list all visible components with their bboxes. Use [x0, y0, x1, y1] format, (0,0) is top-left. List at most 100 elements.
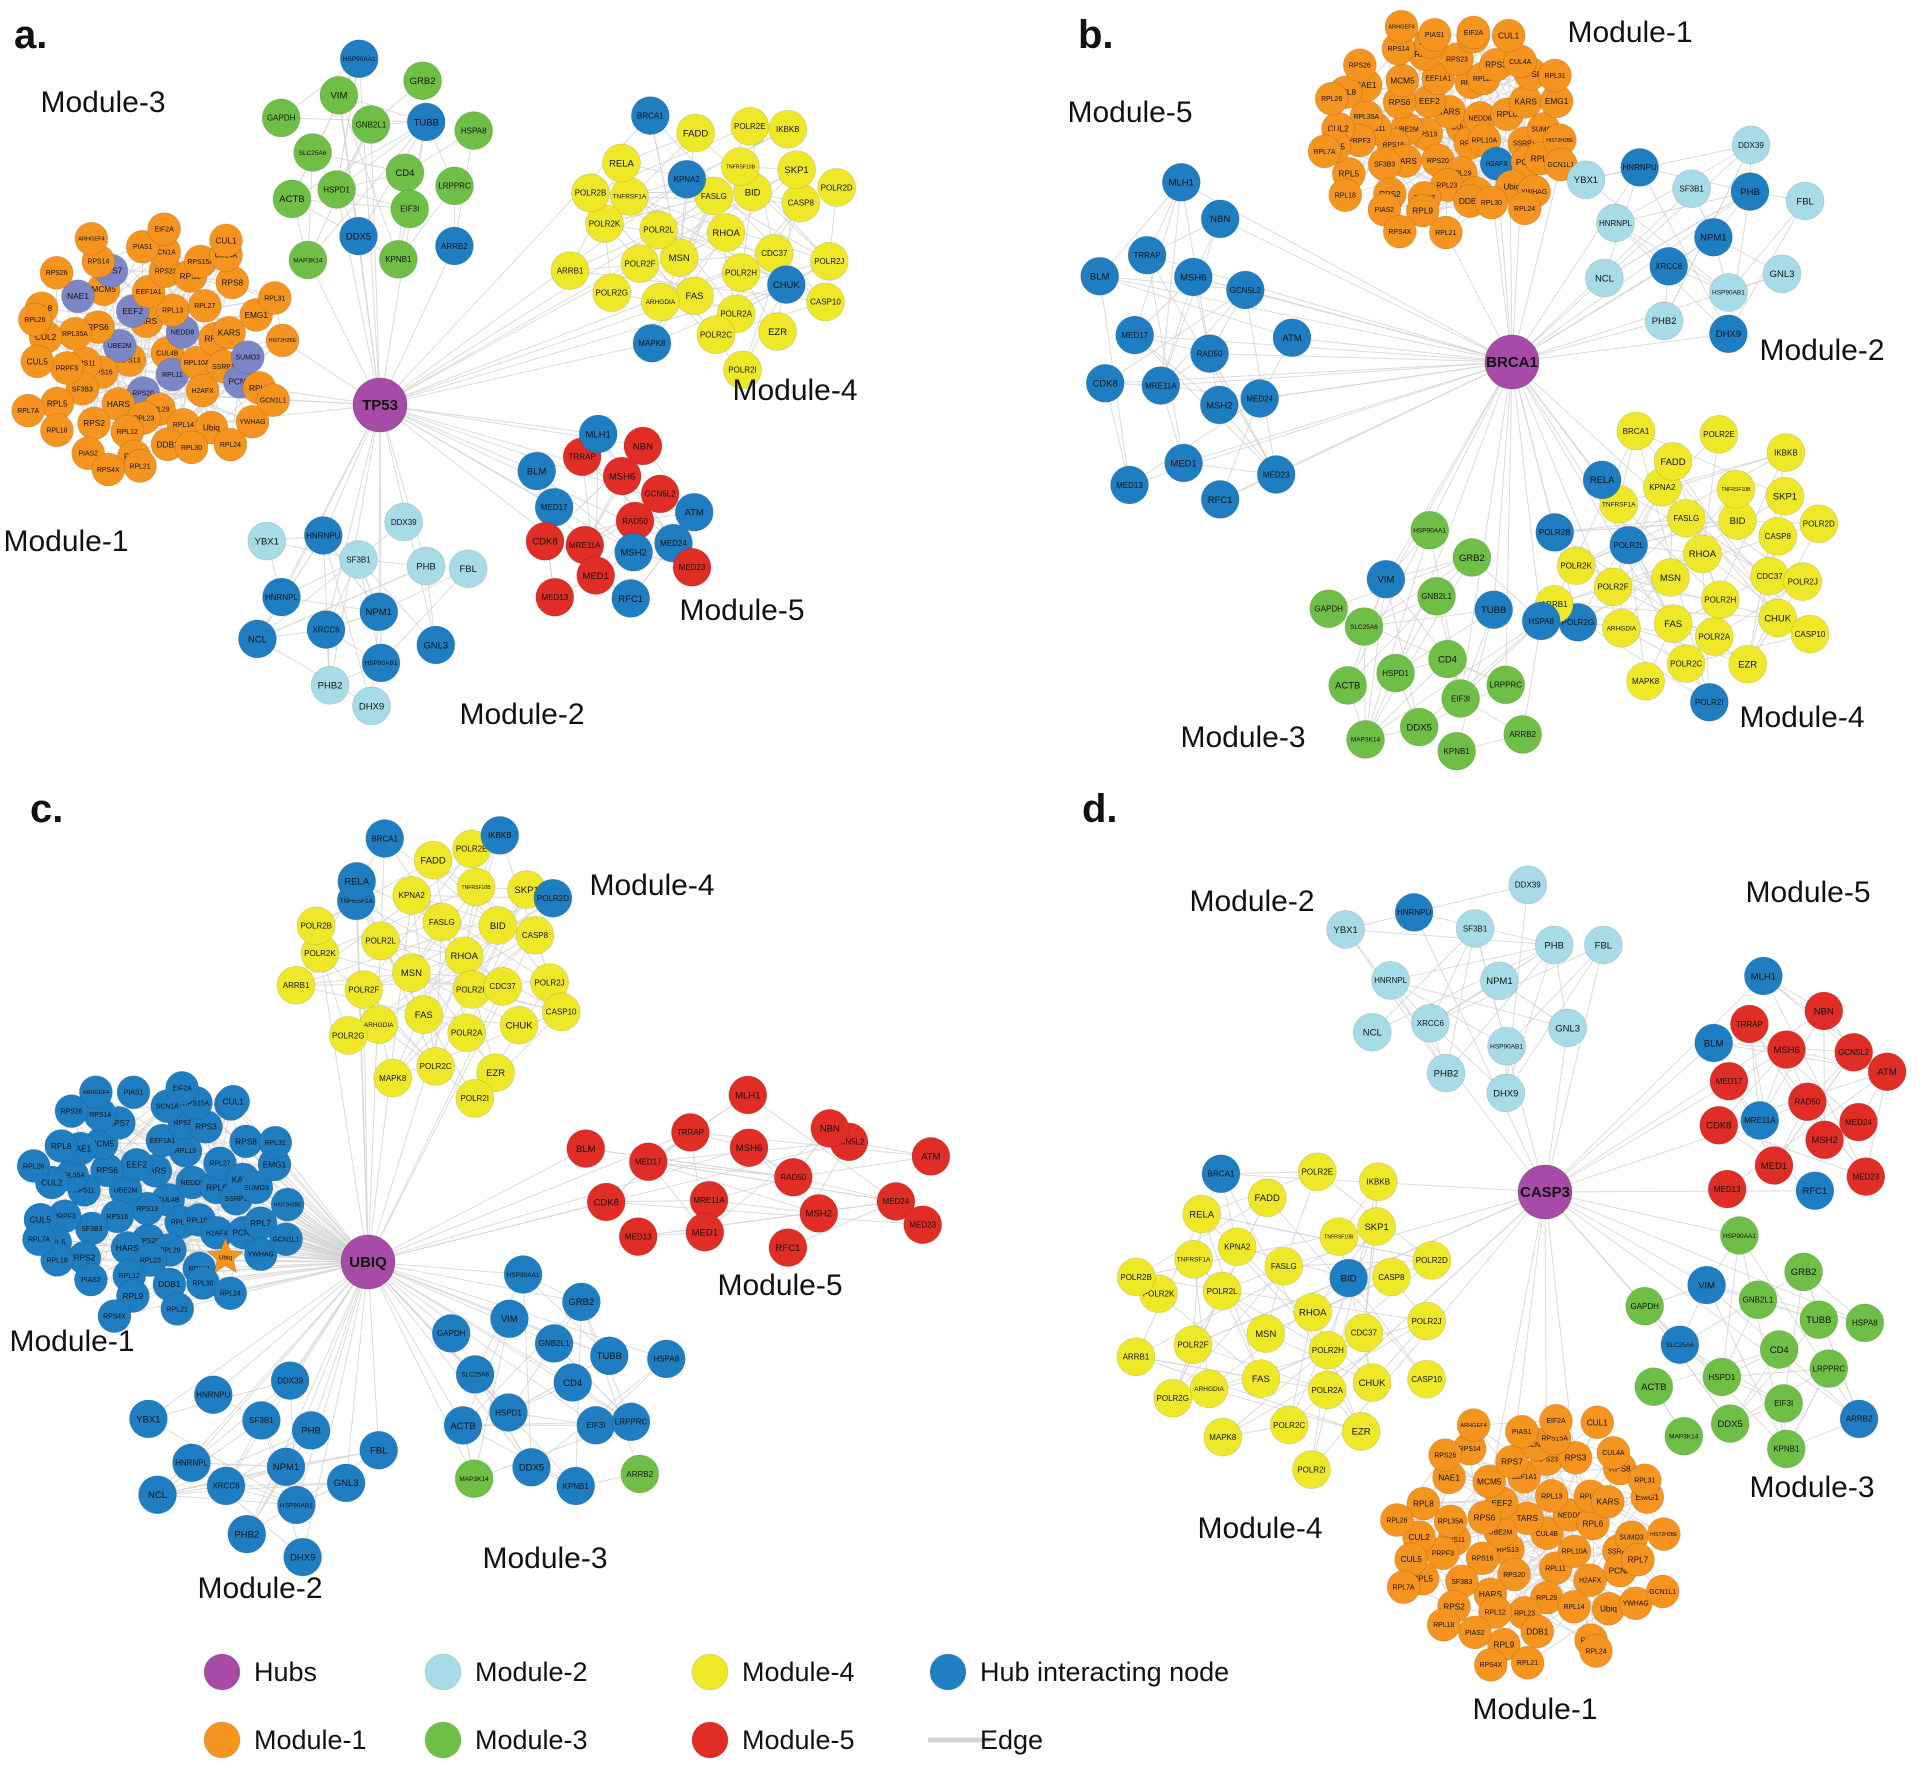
node-label: FBL [1796, 196, 1813, 207]
node-circle [1634, 1367, 1674, 1407]
node-label: HIST2H2BE [274, 1202, 302, 1208]
node-circle [447, 1013, 487, 1053]
node-RHOA: RHOA [444, 936, 484, 976]
node-label: HNRNPL [1599, 219, 1632, 228]
module-label: Module-2 [1189, 885, 1314, 918]
node-label: HNRNPU [1623, 163, 1657, 172]
node-label: HIST2H2BE [1546, 138, 1574, 144]
node-label: RPL12 [117, 429, 138, 436]
node-circle [1845, 1303, 1885, 1343]
edge [1738, 1235, 1860, 1420]
edge [319, 953, 369, 1263]
edge [1160, 182, 1182, 386]
node-label: RPL13 [175, 1148, 196, 1155]
node-circle [1694, 1023, 1734, 1063]
node-label: CUL5 [1401, 1554, 1423, 1564]
node-circle [589, 1336, 629, 1376]
node-circle [1200, 199, 1240, 239]
node-label: VIM [1377, 575, 1394, 586]
node-RAD50: RAD50 [1788, 1082, 1827, 1122]
node-circle [1720, 1216, 1759, 1255]
node-circle [903, 1205, 943, 1245]
node-EEF2: EEF2 [119, 1147, 154, 1182]
node-circle [1326, 910, 1366, 949]
node-circle [1456, 15, 1491, 50]
node-label: GCN1L1 [1649, 1589, 1676, 1596]
edge [1803, 1271, 1860, 1420]
node-label: GAPDH [437, 1329, 466, 1338]
node-HSP90AA1: HSP90AA1 [503, 1255, 543, 1294]
node-CUL5: CUL5 [20, 344, 55, 379]
node-circle [1707, 1169, 1747, 1209]
edge [1385, 361, 1513, 580]
edge [1511, 167, 1641, 363]
node-circle [1702, 1357, 1742, 1397]
node-circle [1264, 1246, 1304, 1286]
node-BRCA1: BRCA1 [1201, 1154, 1241, 1194]
node-circle [1580, 1405, 1615, 1440]
node-circle [1352, 1012, 1392, 1052]
node-circle [1406, 1486, 1441, 1521]
node-label: NCL [1363, 1028, 1382, 1039]
node-CDK8: CDK8 [1699, 1105, 1739, 1145]
node-label: KARS [218, 328, 241, 338]
node-label: ARRB2 [1846, 1415, 1873, 1424]
node-label: SKP1 [1773, 492, 1797, 503]
node-circle [1510, 1501, 1545, 1536]
node-circle [443, 1406, 483, 1445]
node-circle [578, 414, 618, 454]
node-label: HSP90AA1 [343, 56, 376, 63]
edge [522, 1274, 532, 1468]
node-POLR2D: POLR2D [817, 168, 857, 207]
node-label: POLR2C [420, 1062, 452, 1071]
node-FAS: FAS [404, 995, 444, 1034]
node-circle [174, 430, 209, 465]
edge [367, 1201, 607, 1263]
node-circle [40, 413, 74, 448]
node-label: DHX9 [290, 1552, 315, 1563]
node-TUBB: TUBB [1474, 590, 1514, 630]
node-MED1: MED1 [576, 556, 616, 595]
node-circle [351, 105, 391, 144]
node-circle [640, 474, 680, 514]
edge [1099, 275, 1246, 291]
node-ATM: ATM [674, 492, 714, 532]
node-label: RPS13 [119, 358, 141, 365]
node-label: RAD50 [1794, 1098, 1820, 1107]
node-label: CD4 [1770, 1345, 1789, 1356]
edge [177, 1261, 369, 1310]
node-circle [1256, 455, 1296, 494]
node-circle [1621, 1542, 1655, 1577]
node-CDK8: CDK8 [586, 1182, 626, 1222]
node-circle [1799, 504, 1839, 544]
node-label: YWHAG [1623, 1601, 1649, 1608]
node-label: GNL3 [1555, 1023, 1580, 1034]
node-LRPPRC: LRPPRC [611, 1402, 651, 1442]
node-label: POLR2F [1177, 1341, 1208, 1350]
node-circle [277, 1485, 316, 1525]
node-label: SF3B3 [1374, 162, 1395, 169]
node-label: RPL23 [1514, 1610, 1535, 1617]
node-circle [1371, 961, 1410, 1000]
node-label: RPS14 [1388, 46, 1410, 53]
node-MED24: MED24 [1240, 379, 1280, 418]
node-NBN: NBN [623, 426, 663, 466]
node-label: YBX1 [255, 536, 279, 547]
labels-layer: b.Module-5Module-1Module-2Module-4Module… [1067, 13, 1884, 754]
node-circle [291, 1411, 331, 1450]
edge [704, 1128, 831, 1233]
module-label: Module-2 [197, 1572, 322, 1605]
node-CUL1: CUL1 [209, 223, 243, 258]
edge [1747, 523, 1820, 665]
node-label: TNFRSF1A [613, 194, 647, 201]
node-POLR2H: POLR2H [1308, 1330, 1348, 1370]
node-circle [1596, 1435, 1631, 1470]
node-label: ATM [1877, 1067, 1896, 1078]
node-circle [1620, 148, 1660, 187]
labels-layer: c.Module-4Module-1Module-5Module-2Module… [9, 787, 842, 1605]
node-label: PHB [416, 561, 436, 572]
node-circle [1699, 414, 1739, 454]
node-RELA: RELA [337, 861, 377, 901]
module-label: Module-4 [589, 869, 714, 902]
